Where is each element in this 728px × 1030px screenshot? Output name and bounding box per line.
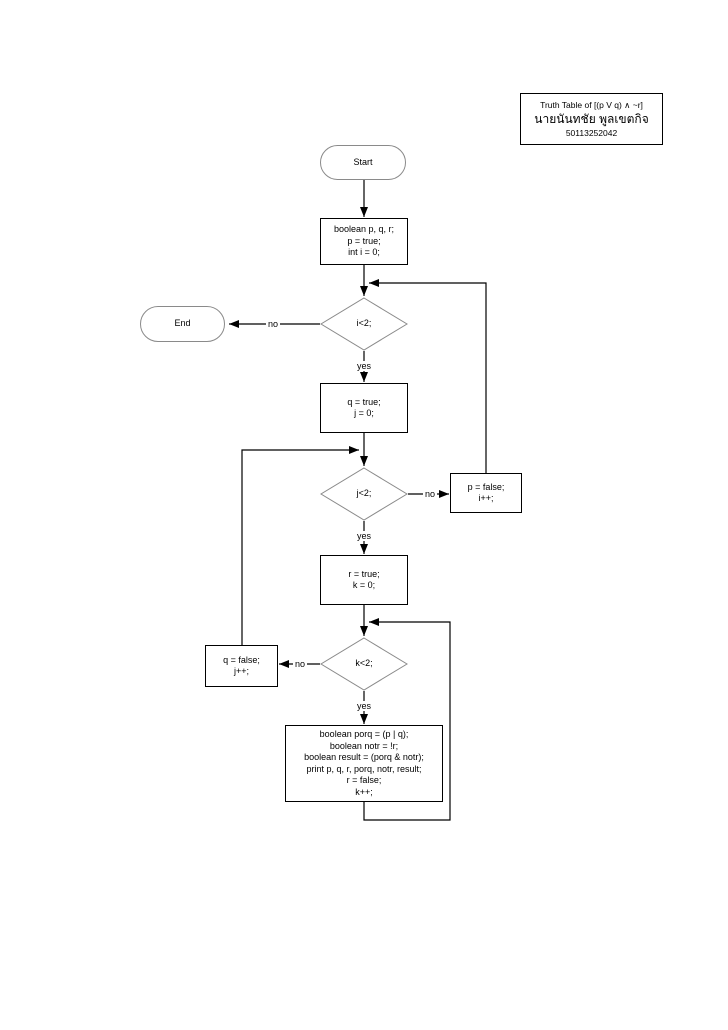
set-r-node: r = true; k = 0; [320,555,408,605]
q-false-node: q = false; j++; [205,645,278,687]
body-node: boolean porq = (p | q); boolean notr = !… [285,725,443,802]
edge-label-yes-k: yes [354,701,374,711]
decision-j-node: j<2; [320,467,408,521]
start-label: Start [353,156,373,167]
decision-j-label: j<2; [356,488,372,499]
decision-i-node: i<2; [320,297,408,351]
decision-j-diamond-shape [320,467,408,521]
end-label: End [174,318,191,329]
body-line-1: boolean porq = (p | q); [319,729,409,739]
set-q-line-2: j = 0; [354,408,374,418]
edge-label-no-j: no [422,489,438,499]
q-false-line-1: q = false; [223,654,260,665]
student-id: 50113252042 [565,128,618,138]
author-name: นายนันทชัย พูลเขตกิจ [534,112,649,126]
init-node: boolean p, q, r; p = true; int i = 0; [320,218,408,265]
edge-label-yes-j: yes [354,531,374,541]
q-false-line-2: j++; [233,666,249,676]
decision-k-node: k<2; [320,637,408,691]
edge-label-no-k: no [292,659,308,669]
set-q-node: q = true; j = 0; [320,383,408,433]
init-line-1: boolean p, q, r; [333,224,395,235]
edge-pfalse-loop-to-cond-i [369,279,487,473]
p-false-line-2: i++; [478,493,494,503]
edge-qfalse-loop-to-cond-j [241,446,359,645]
set-q-line-1: q = true; [347,396,381,407]
edge-label-yes-i: yes [354,361,374,371]
body-line-5: r = false; [346,775,382,785]
init-line-2: p = true; [347,235,381,246]
body-line-4: print p, q, r, porq, notr, result; [306,763,422,774]
set-r-line-1: r = true; [348,568,380,579]
body-line-2: boolean notr = !r; [329,740,399,751]
init-line-3: int i = 0; [348,247,380,258]
end-node: End [140,306,225,342]
title-box: Truth Table of [(p V q) ∧ ~r] นายนันทชัย… [520,93,663,145]
title-text: Truth Table of [(p V q) ∧ ~r] [540,100,643,110]
body-line-3: boolean result = (porq & notr); [304,752,424,762]
body-line-6: k++; [355,786,373,797]
p-false-node: p = false; i++; [450,473,522,513]
edge-body-loop-to-cond-k [363,618,451,821]
set-r-line-2: k = 0; [352,580,376,590]
decision-k-diamond-shape [320,637,408,691]
edge-label-no-i: no [265,319,281,329]
start-node: Start [320,145,406,180]
p-false-line-1: p = false; [467,481,505,492]
decision-i-diamond-shape [320,297,408,351]
decision-k-label: k<2; [355,658,373,669]
decision-i-label: i<2; [356,318,372,329]
